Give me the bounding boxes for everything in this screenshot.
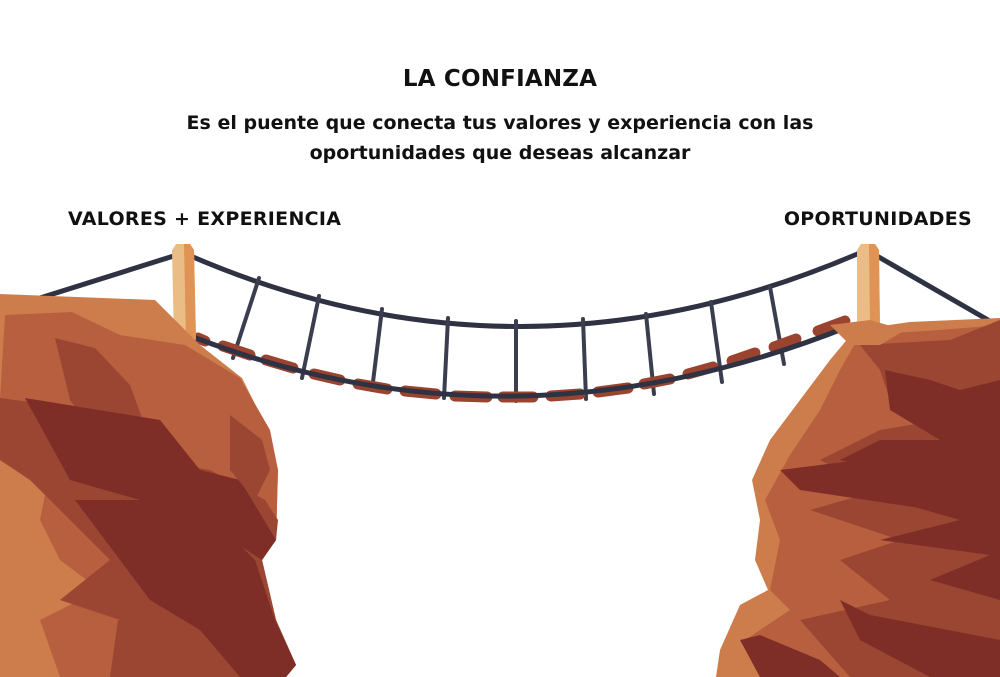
bridge-suspenders [231, 276, 786, 403]
bridge-handrail [183, 249, 865, 329]
bridge-base-rope [193, 323, 853, 399]
left-cliff-label: VALORES + EXPERIENCIA [68, 208, 342, 230]
anchor-ropes [37, 249, 998, 327]
left-post [172, 244, 196, 340]
page-subtitle: Es el puente que conecta tus valores y e… [186, 112, 814, 164]
left-cliff [0, 294, 296, 677]
right-cliff-label: OPORTUNIDADES [783, 208, 972, 230]
page-title: LA CONFIANZA [402, 66, 598, 92]
right-post [857, 244, 880, 330]
right-cliff [716, 318, 1000, 677]
